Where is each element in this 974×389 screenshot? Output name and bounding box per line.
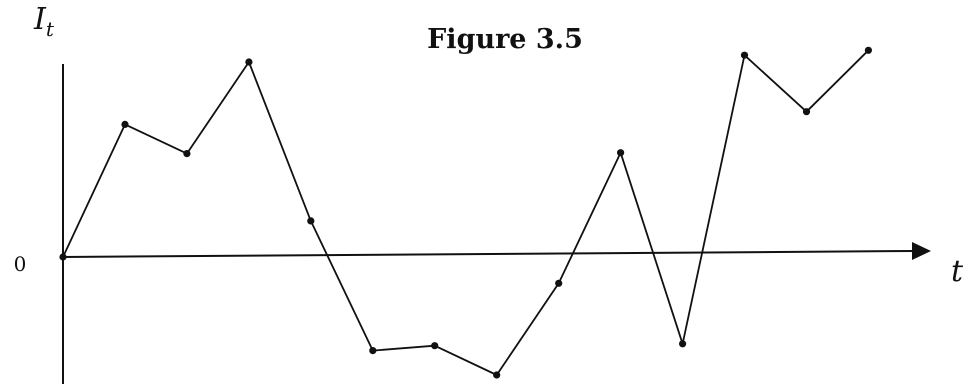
data-point — [121, 120, 129, 128]
y-tick-zero: 0 — [14, 252, 27, 276]
data-point — [802, 108, 811, 116]
data-point — [740, 51, 749, 59]
data-point — [617, 149, 625, 157]
y-axis-label-sub: t — [46, 17, 55, 41]
data-point — [679, 340, 687, 348]
data-point — [369, 347, 377, 355]
y-axis-label-base: I — [33, 2, 47, 37]
data-point — [183, 150, 191, 158]
data-points — [59, 46, 873, 379]
data-point — [493, 371, 501, 379]
x-axis-arrowhead — [912, 242, 931, 260]
x-axis — [62, 250, 915, 258]
data-point — [245, 58, 253, 66]
data-point — [59, 253, 67, 261]
chart-title: Figure 3.5 — [427, 24, 583, 55]
data-point — [307, 217, 315, 225]
data-point — [555, 279, 563, 287]
data-point — [864, 46, 873, 54]
data-point — [431, 342, 439, 350]
x-axis-label: t — [951, 254, 964, 289]
series-line — [62, 49, 870, 376]
y-axis-label: It — [33, 2, 55, 41]
